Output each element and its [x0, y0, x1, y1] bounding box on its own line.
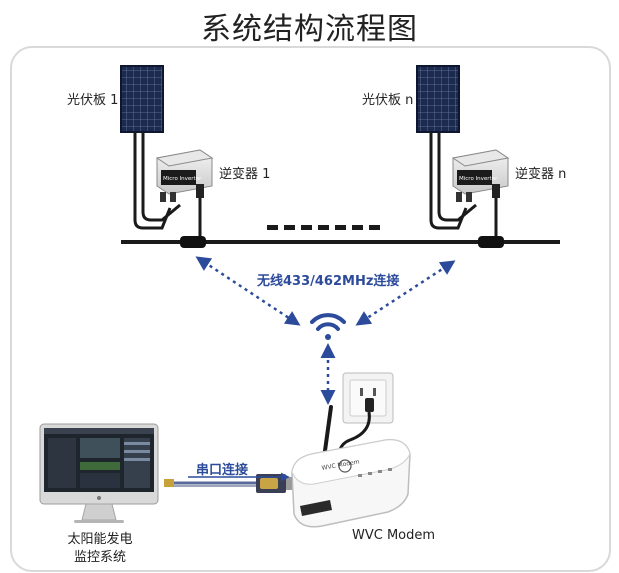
- wvc-modem-device: WVC Modem: [291, 439, 411, 528]
- wireless-link-arrow-right: [355, 260, 456, 326]
- monitoring-computer: [39, 423, 159, 523]
- label-monitor-line1: 太阳能发电: [67, 532, 133, 547]
- solar-panel-1: [120, 65, 164, 133]
- inverter-1-face-text: Micro Inverter: [163, 176, 202, 182]
- serial-cable: [164, 474, 292, 493]
- panel-n-cables: [429, 132, 477, 230]
- label-inverter-1: 逆变器 1: [219, 167, 271, 182]
- panel-1-cables: [133, 132, 181, 230]
- label-panel-n: 光伏板 n: [362, 93, 414, 108]
- label-serial-link: 串口连接: [196, 463, 249, 478]
- label-modem: WVC Modem: [352, 528, 436, 543]
- label-inverter-n: 逆变器 n: [515, 167, 567, 182]
- inverter-n: Micro Inverter: [451, 149, 510, 240]
- modem-antenna: [322, 405, 333, 460]
- diagram-frame: [10, 46, 611, 572]
- label-panel-1: 光伏板 1: [67, 93, 119, 108]
- modem-power-cable: [338, 411, 371, 451]
- bus-connector-n: [478, 236, 504, 248]
- inverter-1: Micro Inverter: [155, 149, 214, 240]
- ellipsis-dashes: [267, 225, 380, 230]
- wall-socket: [342, 372, 394, 424]
- solar-panel-n: [416, 65, 460, 133]
- inverter-n-face-text: Micro Inverter: [459, 176, 498, 182]
- bus-connector-1: [180, 236, 206, 248]
- label-monitor-line2: 监控系统: [73, 550, 126, 565]
- label-wireless-link: 无线433/462MHz连接: [257, 274, 400, 289]
- wifi-icon: [310, 313, 346, 340]
- wireless-link-arrow-left: [195, 256, 301, 326]
- page-title: 系统结构流程图: [201, 12, 418, 47]
